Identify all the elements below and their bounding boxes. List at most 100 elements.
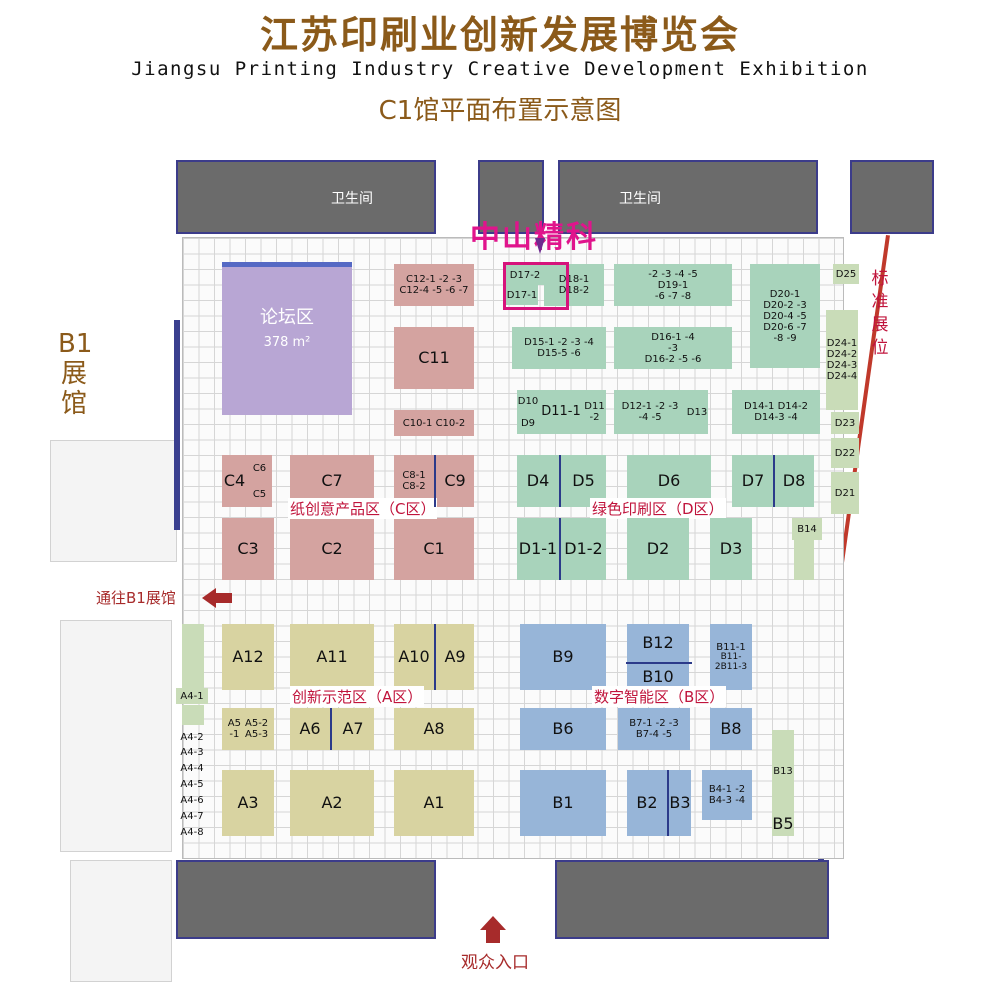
booth-d25[interactable]: D25 — [833, 264, 859, 284]
booth-c10[interactable]: C10-1 C10-2 — [394, 410, 474, 436]
booth-label: B11-3 — [720, 661, 748, 672]
booth-a4-3[interactable]: A4-3 — [180, 746, 204, 758]
booth-b6[interactable]: B6 — [520, 708, 606, 750]
booth-c11[interactable]: C11 — [394, 327, 474, 389]
booth-a4-4[interactable]: A4-4 — [180, 762, 204, 774]
divider-line — [434, 624, 436, 690]
forum-area[interactable]: 论坛区 378 m² — [222, 262, 352, 415]
booth-label: D20-2 -3 — [763, 299, 807, 311]
booth-a2[interactable]: A2 — [290, 770, 374, 836]
booth-d24[interactable]: D24-1 D24-2 D24-3 D24-4 — [826, 310, 858, 410]
booth-a1[interactable]: A1 — [394, 770, 474, 836]
booth-d21[interactable]: D21 — [831, 472, 859, 514]
booth-c12[interactable]: C12-1 -2 -3 C12-4 -5 -6 -7 — [394, 264, 474, 306]
booth-a8[interactable]: A8 — [394, 708, 474, 750]
booth-b10[interactable]: B10 — [627, 664, 689, 690]
divider-line — [626, 662, 692, 664]
booth-b11[interactable]: B11-1 B11-2B11-3 — [710, 624, 752, 690]
booth-d4[interactable]: D4 — [517, 455, 559, 507]
booth-b7[interactable]: B7-1 -2 -3 B7-4 -5 — [618, 708, 690, 750]
booth-a4-7[interactable]: A4-7 — [180, 810, 204, 822]
zone-d-label: 绿色印刷区（D区） — [590, 498, 726, 519]
divider-line — [330, 708, 332, 750]
arrow-up-icon — [480, 916, 506, 930]
booth-a4-1[interactable]: A4-1 — [176, 688, 208, 704]
booth-d12[interactable]: D12-1 -2 -3 -4 -5 — [614, 390, 686, 434]
booth-d19[interactable]: -2 -3 -4 -5 D19-1 -6 -7 -8 — [614, 264, 732, 306]
booth-d1-2[interactable]: D1-2 — [561, 518, 606, 580]
booth-b9[interactable]: B9 — [520, 624, 606, 690]
booth-label: D20-6 -7 — [763, 321, 807, 333]
booth-d10[interactable]: D10 — [517, 390, 539, 412]
booth-a5[interactable]: A5 -1 A5-2 A5-3 — [222, 708, 274, 750]
booth-label: C12-1 -2 -3 — [406, 274, 462, 285]
booth-a11[interactable]: A11 — [290, 624, 374, 690]
booth-c6[interactable]: C6 — [247, 455, 272, 481]
toilet-label: 卫生间 — [331, 191, 373, 207]
arrow-left-icon — [214, 593, 232, 603]
toilet-label: 卫生间 — [619, 191, 661, 207]
booth-c1[interactable]: C1 — [394, 518, 474, 580]
neighbor-area — [50, 440, 177, 562]
booth-label: D24-4 — [826, 371, 858, 382]
booth-c3[interactable]: C3 — [222, 518, 274, 580]
booth-a9[interactable]: A9 — [436, 624, 474, 690]
booth-d11-1[interactable]: D11-1 — [539, 390, 583, 434]
booth-c4[interactable]: C4 — [222, 455, 247, 507]
booth-d2[interactable]: D2 — [627, 518, 689, 580]
booth-d1-1[interactable]: D1-1 — [517, 518, 559, 580]
booth-a7[interactable]: A7 — [332, 708, 374, 750]
booth-a4-6[interactable]: A4-6 — [180, 794, 204, 806]
booth-b8[interactable]: B8 — [710, 708, 752, 750]
booth-d22[interactable]: D22 — [831, 438, 859, 468]
booth-d23[interactable]: D23 — [831, 412, 859, 434]
booth-d8[interactable]: D8 — [774, 455, 814, 507]
booth-d20[interactable]: D20-1 D20-2 -3 D20-4 -5 D20-6 -7 -8 -9 — [750, 264, 820, 368]
booth-label: -2 -3 -4 -5 — [648, 268, 698, 280]
booth-label: A5 — [227, 718, 241, 729]
booth-label: B4-3 -4 — [708, 795, 746, 806]
booth-label: D16-1 — [651, 331, 682, 343]
divider-line — [559, 518, 561, 580]
booth-b3[interactable]: B3 — [669, 770, 691, 836]
booth-label: D16-2 -5 -6 — [645, 354, 702, 365]
booth-d15[interactable]: D15-1 -2 -3 -4 D15-5 -6 — [512, 327, 606, 369]
booth-d3[interactable]: D3 — [710, 518, 752, 580]
booth-a4-2[interactable]: A4-2 — [180, 731, 204, 743]
booth-d13[interactable]: D13 — [686, 390, 708, 434]
booth-d17-2[interactable]: D17-2 — [506, 265, 544, 285]
booth-a12[interactable]: A12 — [222, 624, 274, 690]
booth-c5[interactable]: C5 — [247, 481, 272, 507]
booth-c9[interactable]: C9 — [436, 455, 474, 507]
booth-b1[interactable]: B1 — [520, 770, 606, 836]
booth-d18[interactable]: D18-1 D18-2 — [544, 264, 604, 306]
booth-b14[interactable]: B14 — [792, 518, 822, 540]
booth-c2[interactable]: C2 — [290, 518, 374, 580]
booth-a6[interactable]: A6 — [290, 708, 330, 750]
booth-d11-2[interactable]: D11 -2 — [583, 390, 606, 434]
booth-d17-1[interactable]: D17-1 — [506, 285, 538, 305]
zhongshan-booth-highlight[interactable] — [503, 262, 569, 310]
booth-b12[interactable]: B12 — [627, 624, 689, 662]
booth-label: D19-1 — [657, 279, 689, 291]
booth-a10[interactable]: A10 — [394, 624, 434, 690]
forum-label: 论坛区 — [260, 307, 314, 328]
booth-label: B7-1 -2 -3 — [629, 718, 679, 729]
booth-b2[interactable]: B2 — [627, 770, 667, 836]
booth-label: D15-5 -6 — [537, 348, 581, 359]
booth-a3[interactable]: A3 — [222, 770, 274, 836]
booth-a4-5[interactable]: A4-5 — [180, 778, 204, 790]
booth-d9[interactable]: D9 — [517, 412, 539, 434]
booth-d14[interactable]: D14-1 D14-2 D14-3 -4 — [732, 390, 820, 434]
booth-b13[interactable]: B13 — [772, 730, 794, 812]
booth-d16[interactable]: D16-1 -4 -3 D16-2 -5 -6 — [614, 327, 732, 369]
booth-label: -4 — [684, 331, 695, 343]
booth-b5[interactable]: B5 — [772, 812, 794, 836]
booth-d7[interactable]: D7 — [732, 455, 774, 507]
booth-label: C12-4 -5 -6 -7 — [399, 285, 469, 296]
booth-label: B4-1 -2 — [708, 784, 746, 795]
booth-a4-8[interactable]: A4-8 — [180, 826, 204, 838]
booth-b4[interactable]: B4-1 -2 B4-3 -4 — [702, 770, 752, 820]
booth-label: D12-1 -2 -3 — [621, 401, 679, 412]
